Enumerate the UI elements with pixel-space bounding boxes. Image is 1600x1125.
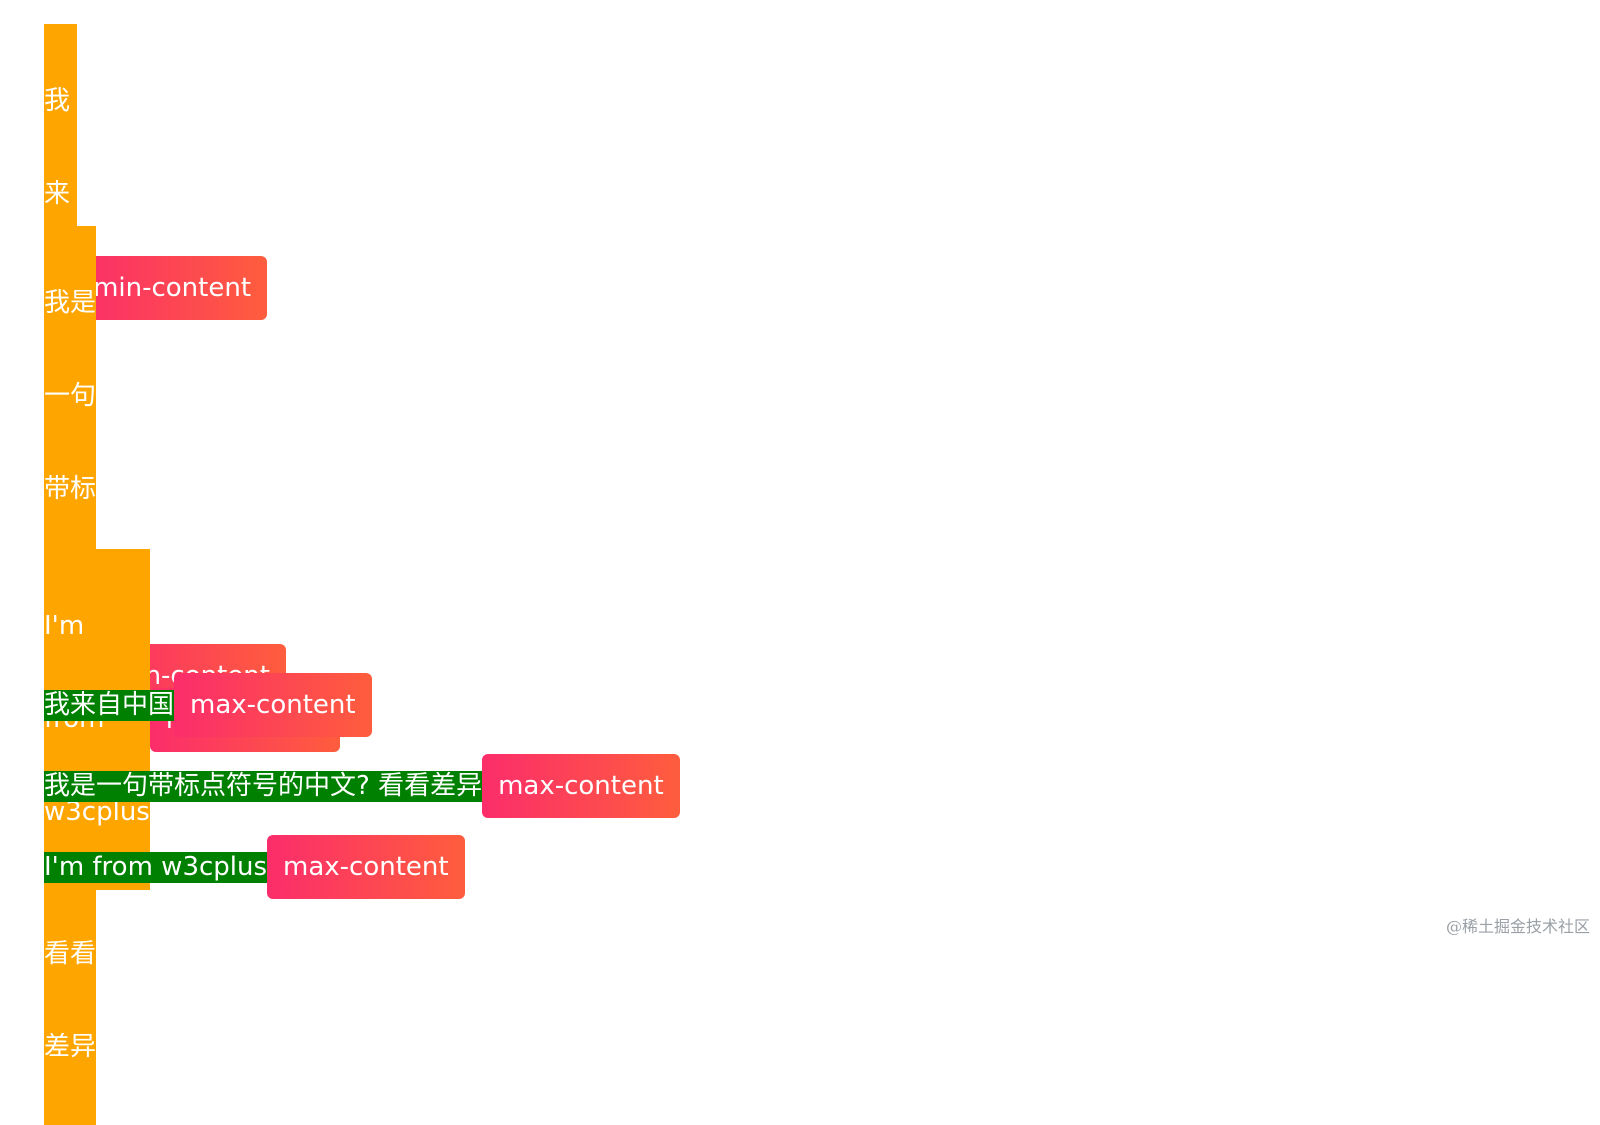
- text-line: 一句: [44, 381, 97, 411]
- max-content-text-box: 我来自中国: [44, 689, 175, 721]
- min-content-tag: min-content: [77, 255, 268, 320]
- text-line: w3cplus: [44, 797, 150, 827]
- text-line: 来: [44, 179, 71, 209]
- text-line: 我: [44, 86, 71, 116]
- text-line: 带标: [44, 474, 97, 504]
- demo-row-max-1: 我来自中国 max-content: [44, 673, 372, 737]
- text-line: I'm: [44, 611, 85, 641]
- text-line: 我是: [44, 288, 97, 318]
- demo-row-max-3: I'm from w3cplus max-content: [44, 835, 465, 899]
- max-content-tag: max-content: [267, 835, 465, 899]
- text-line: 看看: [44, 939, 97, 969]
- max-content-text-box: I'm from w3cplus: [44, 851, 268, 883]
- demo-row-max-2: 我是一句带标点符号的中文? 看看差异 max-content: [44, 754, 680, 818]
- max-content-tag: max-content: [482, 754, 680, 818]
- max-content-text-box: 我是一句带标点符号的中文? 看看差异: [44, 770, 483, 802]
- text-line: 差异: [44, 1032, 97, 1062]
- watermark: @稀土掘金技术社区: [1445, 917, 1590, 936]
- max-content-tag: max-content: [174, 673, 372, 737]
